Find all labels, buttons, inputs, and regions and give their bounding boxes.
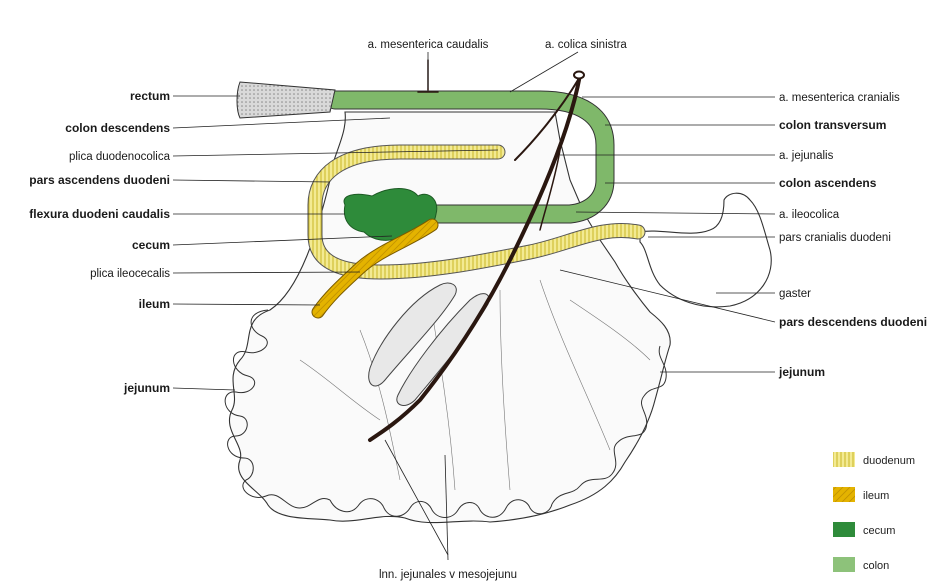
label-a-ileocolica: a. ileocolica bbox=[779, 209, 840, 221]
label-pars-descendens-duodeni: pars descendens duodeni bbox=[779, 315, 927, 329]
label-colon-transversum: colon transversum bbox=[779, 118, 886, 132]
label-plica-duodenocolica: plica duodenocolica bbox=[69, 151, 171, 163]
legend-label-cecum: cecum bbox=[863, 525, 895, 537]
label-a-mesenterica-cranialis: a. mesenterica cranialis bbox=[779, 92, 900, 104]
label-a-mesenterica-caudalis: a. mesenterica caudalis bbox=[368, 39, 489, 51]
label-rectum: rectum bbox=[130, 89, 170, 103]
label-cecum: cecum bbox=[132, 238, 170, 252]
legend-swatch-duodenum bbox=[833, 452, 855, 467]
label-jejunum-right: jejunum bbox=[778, 365, 825, 379]
label-ileum: ileum bbox=[139, 297, 170, 311]
rectum bbox=[237, 82, 335, 118]
legend-label-colon: colon bbox=[863, 560, 889, 572]
label-a-colica-sinistra: a. colica sinistra bbox=[545, 39, 627, 51]
legend-swatch-cecum bbox=[833, 522, 855, 537]
label-colon-descendens: colon descendens bbox=[65, 121, 170, 135]
legend-label-duodenum: duodenum bbox=[863, 455, 915, 467]
label-gaster: gaster bbox=[779, 288, 811, 300]
gaster bbox=[640, 193, 771, 307]
label-pars-cranialis-duodeni: pars cranialis duodeni bbox=[779, 232, 891, 244]
legend-label-ileum: ileum bbox=[863, 490, 889, 502]
legend-swatch-ileum bbox=[833, 487, 855, 502]
legend: duodenum ileum cecum colon bbox=[833, 452, 915, 572]
label-pars-ascendens-duodeni: pars ascendens duodeni bbox=[29, 173, 170, 187]
label-flexura-duodeni-caudalis: flexura duodeni caudalis bbox=[29, 207, 170, 221]
legend-swatch-colon bbox=[833, 557, 855, 572]
label-plica-ileocecalis: plica ileocecalis bbox=[90, 268, 170, 280]
label-jejunum-left: jejunum bbox=[123, 381, 170, 395]
artery-origin bbox=[574, 72, 584, 79]
label-lnn-jejunales: lnn. jejunales v mesojejunu bbox=[379, 569, 517, 581]
label-colon-ascendens: colon ascendens bbox=[779, 176, 877, 190]
label-a-jejunalis: a. jejunalis bbox=[779, 150, 834, 162]
